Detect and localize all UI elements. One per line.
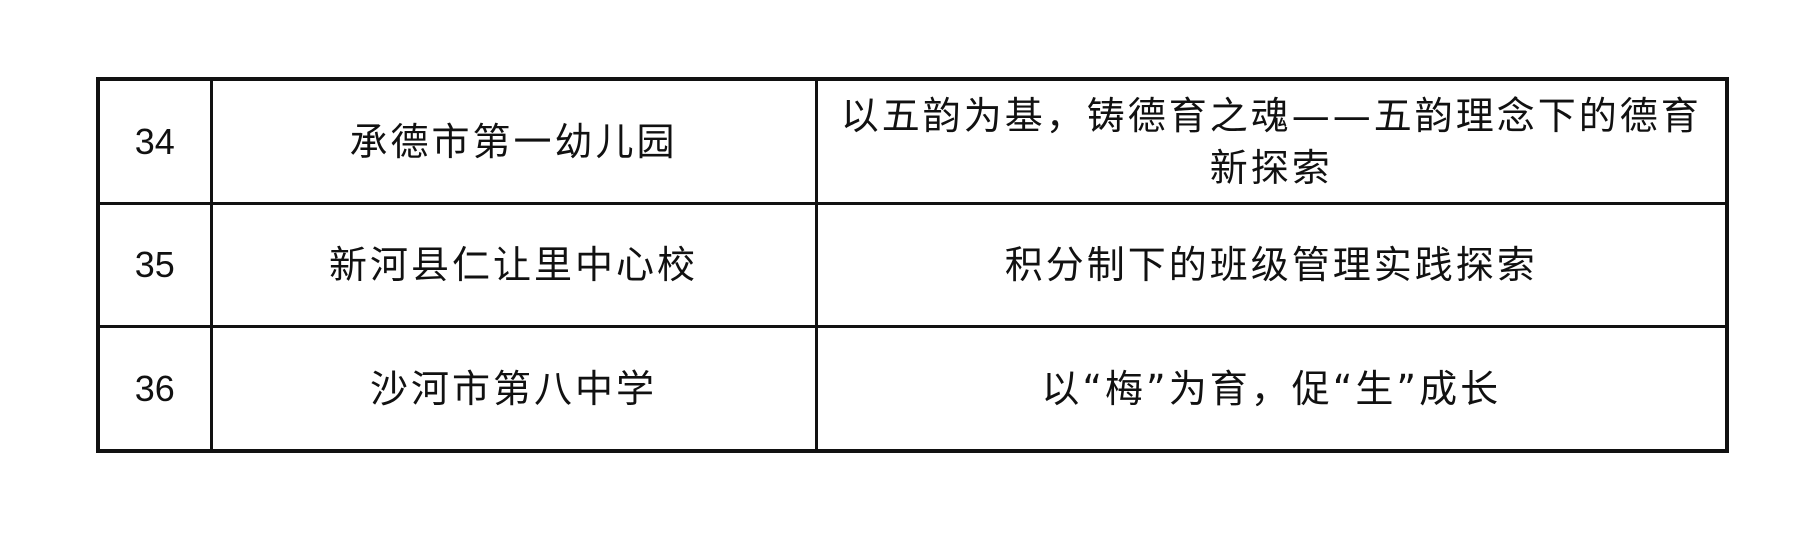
- project-title: 以五韵为基，铸德育之魂——五韵理念下的德育新探索: [814, 77, 1729, 205]
- results-table: 34 承德市第一幼儿园 以五韵为基，铸德育之魂——五韵理念下的德育新探索 35 …: [96, 77, 1729, 453]
- project-title: 积分制下的班级管理实践探索: [814, 202, 1729, 328]
- project-title: 以“梅”为育，促“生”成长: [814, 325, 1729, 453]
- row-number: 35: [96, 202, 213, 328]
- school-name: 新河县仁让里中心校: [209, 202, 818, 328]
- row-number: 34: [96, 77, 213, 205]
- table-row: 36 沙河市第八中学 以“梅”为育，促“生”成长: [96, 325, 1729, 453]
- table-row: 34 承德市第一幼儿园 以五韵为基，铸德育之魂——五韵理念下的德育新探索: [96, 77, 1729, 205]
- row-number: 36: [96, 325, 213, 453]
- school-name: 沙河市第八中学: [209, 325, 818, 453]
- table-row: 35 新河县仁让里中心校 积分制下的班级管理实践探索: [96, 202, 1729, 328]
- school-name: 承德市第一幼儿园: [209, 77, 818, 205]
